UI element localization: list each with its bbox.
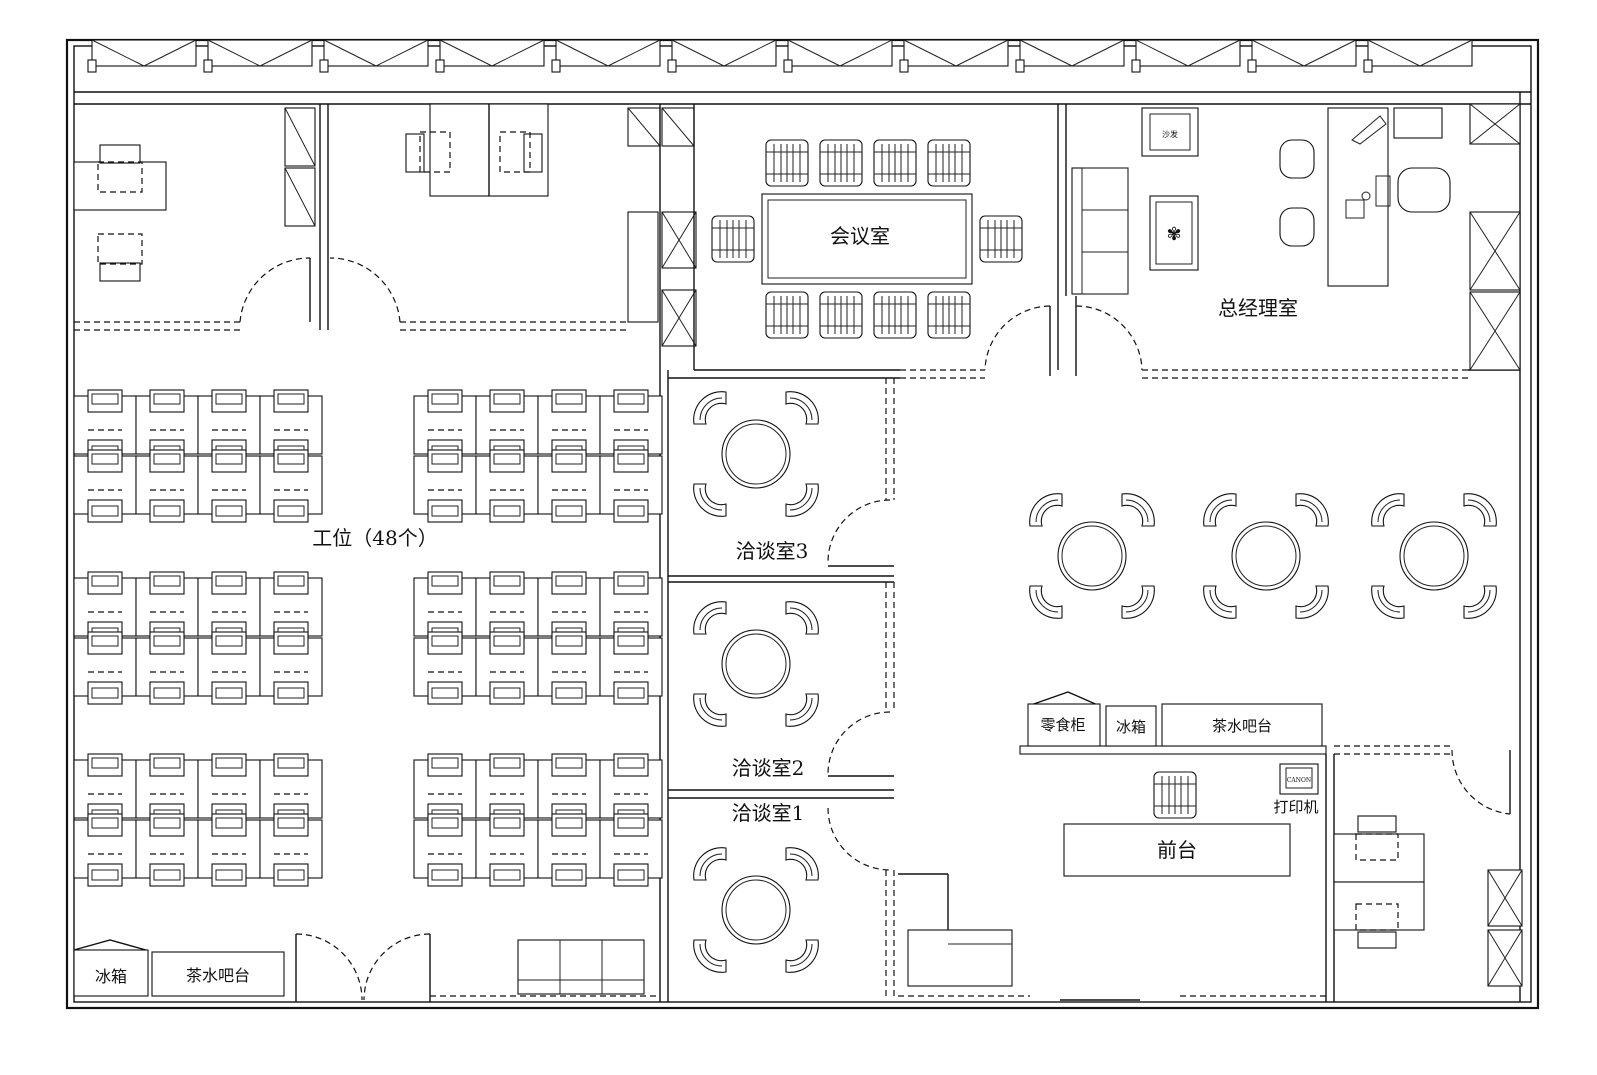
bottom-left-fixtures: 冰箱 茶水吧台 [73, 933, 660, 1002]
workstation-cluster [413, 753, 663, 887]
printer-brand-label: CANON [1287, 777, 1311, 784]
fridge-left-label: 冰箱 [95, 967, 127, 986]
sofa-label: 沙发 [1162, 129, 1178, 139]
reception-label: 前台 [1157, 838, 1197, 862]
negotiation-room-2-label: 洽谈室2 [732, 756, 805, 780]
lounge-area [898, 493, 1497, 1001]
meeting-room: 会议室 [668, 104, 1067, 379]
fridge-right-label: 冰箱 [1116, 718, 1146, 736]
gm-office-label: 总经理室 [1218, 296, 1298, 320]
workstation-cluster [73, 389, 323, 523]
snack-cabinet-label: 零食柜 [1040, 716, 1085, 734]
bottom-right-office [1333, 745, 1523, 987]
meeting-room-label: 会议室 [830, 224, 890, 248]
reception-area: 零食柜 冰箱 茶水吧台 CANON 打印机 前台 [1019, 691, 1335, 1002]
workstations-label: 工位（48个） [312, 526, 437, 550]
negotiation-rooms: 洽谈室3 洽谈室2 洽谈室1 [668, 378, 895, 1000]
workstation-cluster [73, 753, 323, 887]
workstation-cluster [413, 389, 663, 523]
negotiation-room-1-label: 洽谈室1 [732, 801, 805, 825]
upper-left-offices [73, 103, 628, 331]
gm-office: 沙发 ✾ 总经理室 [1071, 92, 1521, 1002]
tea-bar-left-label: 茶水吧台 [186, 966, 250, 985]
negotiation-room-3-label: 洽谈室3 [736, 539, 809, 563]
window-band [87, 39, 1473, 73]
workstation-cluster [413, 571, 663, 705]
printer-label: 打印机 [1273, 798, 1318, 816]
workstation-cluster [73, 571, 323, 705]
plant-icon: ✾ [1166, 224, 1181, 245]
workstation-area: 工位（48个） [73, 389, 663, 887]
tea-bar-right-label: 茶水吧台 [1212, 717, 1272, 735]
